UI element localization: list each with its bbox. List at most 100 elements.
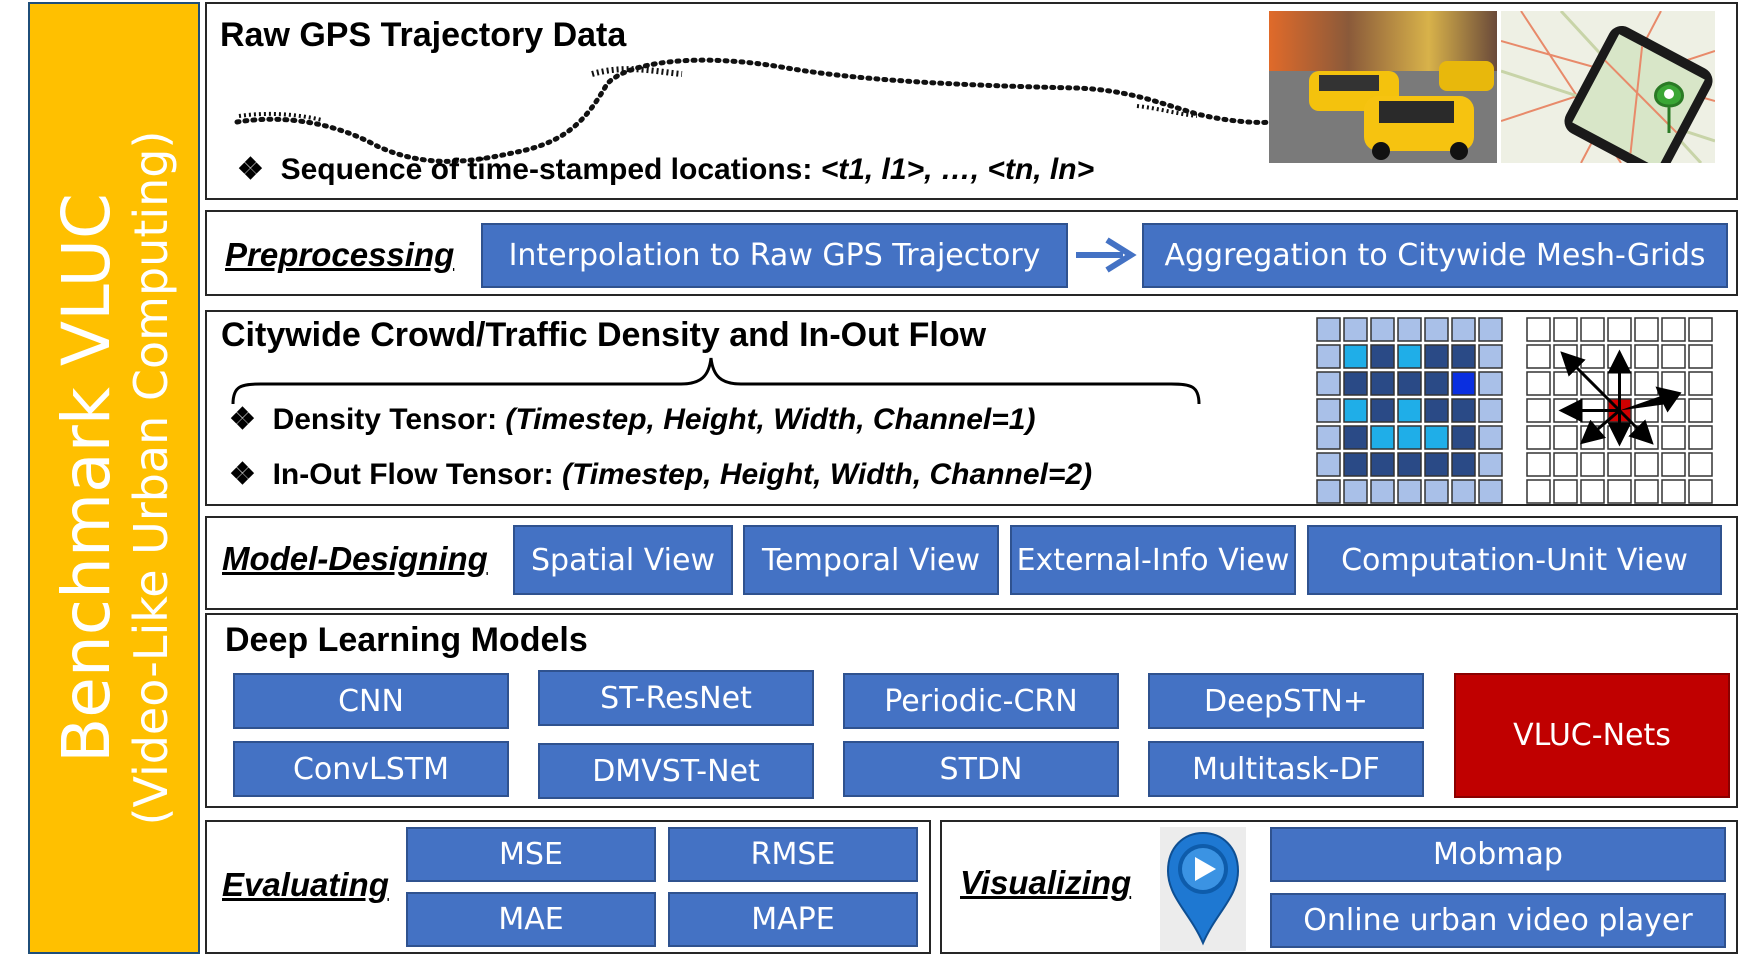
external-info-view-box: External-Info View xyxy=(1010,525,1296,595)
density-grid-cell xyxy=(1316,398,1341,423)
spatial-view-box: Spatial View xyxy=(513,525,733,595)
phone-map-photo xyxy=(1501,11,1715,163)
density-grid-cell xyxy=(1316,425,1341,450)
density-grid-cell xyxy=(1424,317,1449,342)
flow-grid-cell xyxy=(1553,317,1578,342)
flow-grid-cell xyxy=(1526,425,1551,450)
temporal-view-box: Temporal View xyxy=(743,525,999,595)
flow-arrow xyxy=(1579,409,1621,445)
diamond-bullet-icon: ❖ xyxy=(229,403,256,436)
density-grid-cell xyxy=(1343,344,1368,369)
density-grid-cell xyxy=(1397,452,1422,477)
flow-grid-cell xyxy=(1526,371,1551,396)
flow-grid-cell xyxy=(1553,425,1578,450)
density-grid-cell xyxy=(1397,425,1422,450)
flow-arrow-big xyxy=(1619,386,1682,413)
density-grid-cell xyxy=(1370,344,1395,369)
flow-tensor-bullet: ❖ In-Out Flow Tensor: (Timestep, Height,… xyxy=(229,457,1092,492)
model-st-resnet-box: ST-ResNet xyxy=(538,670,814,726)
density-grid-cell xyxy=(1478,452,1503,477)
tool-video-player-box: Online urban video player xyxy=(1270,893,1726,948)
density-grid-cell xyxy=(1424,452,1449,477)
preprocessing-panel: Preprocessing Interpolation to Raw GPS T… xyxy=(205,210,1738,296)
deep-learning-panel: Deep Learning Models CNN ST-ResNet Perio… xyxy=(205,613,1738,808)
density-grid-cell xyxy=(1478,371,1503,396)
density-grid-cell xyxy=(1397,344,1422,369)
sidebar-title: Benchmark VLUC xyxy=(48,193,125,763)
gps-trajectory-dots xyxy=(234,57,1295,164)
evaluating-panel: Evaluating MSE RMSE MAE MAPE xyxy=(205,820,931,954)
density-grid-cell xyxy=(1451,398,1476,423)
diamond-bullet-icon: ❖ xyxy=(237,153,264,186)
density-grid-cell xyxy=(1370,425,1395,450)
visualizing-panel: Visualizing Mobmap Online urban video pl… xyxy=(940,820,1738,954)
density-grid-cell xyxy=(1451,452,1476,477)
interpolation-box: Interpolation to Raw GPS Trajectory xyxy=(481,223,1068,288)
visualizing-label: Visualizing xyxy=(960,864,1132,901)
density-grid-cell xyxy=(1343,371,1368,396)
metric-mape-box: MAPE xyxy=(668,892,918,947)
flow-grid-cell xyxy=(1661,344,1686,369)
flow-grid-cell xyxy=(1688,317,1713,342)
flow-grid-cell xyxy=(1634,479,1659,504)
computation-unit-view-box: Computation-Unit View xyxy=(1307,525,1722,595)
flow-grid-cell xyxy=(1526,317,1551,342)
density-grid-cell xyxy=(1424,425,1449,450)
density-grid-cell xyxy=(1370,452,1395,477)
flow-grid-cell xyxy=(1526,398,1551,423)
density-grid-cell xyxy=(1316,452,1341,477)
flow-grid-cell xyxy=(1553,371,1578,396)
deep-learning-heading: Deep Learning Models xyxy=(225,621,588,659)
flow-grid-cell xyxy=(1661,317,1686,342)
density-grid-cell xyxy=(1343,425,1368,450)
flow-grid-cell xyxy=(1634,317,1659,342)
sidebar-subtitle: (Video-Like Urban Computing) xyxy=(124,130,178,826)
flow-arrow xyxy=(1560,351,1621,412)
density-grid-cell xyxy=(1370,479,1395,504)
density-grid-cell xyxy=(1451,479,1476,504)
density-grid-cell xyxy=(1316,479,1341,504)
density-grid-cell xyxy=(1424,371,1449,396)
density-grid-cell xyxy=(1424,344,1449,369)
flow-grid-cell xyxy=(1580,425,1605,450)
flow-grid-cell xyxy=(1526,344,1551,369)
density-grid-cell xyxy=(1343,317,1368,342)
raw-gps-panel: Raw GPS Trajectory Data ❖ Sequence of ti… xyxy=(205,2,1738,200)
model-designing-label: Model-Designing xyxy=(222,540,488,577)
model-multitask-df-box: Multitask-DF xyxy=(1148,741,1424,797)
density-grid-cell xyxy=(1343,398,1368,423)
flow-tensor-label: In-Out Flow Tensor: xyxy=(272,458,562,491)
density-grid-cell xyxy=(1451,371,1476,396)
metric-mae-box: MAE xyxy=(406,892,656,947)
flow-grid-cell xyxy=(1607,479,1632,504)
flow-grid-cell xyxy=(1688,398,1713,423)
map-pin-icon xyxy=(1160,827,1246,951)
tool-mobmap-box: Mobmap xyxy=(1270,827,1726,882)
flow-grid-cell xyxy=(1688,452,1713,477)
metric-mse-box: MSE xyxy=(406,827,656,882)
model-deepstn-box: DeepSTN+ xyxy=(1148,673,1424,729)
evaluating-label: Evaluating xyxy=(222,866,389,903)
density-grid-cell xyxy=(1343,479,1368,504)
density-grid-cell xyxy=(1424,479,1449,504)
density-tensor-shape: (Timestep, Height, Width, Channel=1) xyxy=(505,403,1036,436)
flow-grid-cell xyxy=(1688,479,1713,504)
flow-grid-image xyxy=(1526,317,1713,504)
density-grid-cell xyxy=(1478,398,1503,423)
density-grid-cell xyxy=(1316,371,1341,396)
density-grid-cell xyxy=(1478,479,1503,504)
curly-brace xyxy=(231,357,1201,405)
flow-grid-cell xyxy=(1634,371,1659,396)
density-grid-cell xyxy=(1370,371,1395,396)
flow-grid-cell xyxy=(1661,479,1686,504)
flow-grid-cell xyxy=(1634,452,1659,477)
density-grid-cell xyxy=(1397,317,1422,342)
flow-grid-cell xyxy=(1688,344,1713,369)
model-convlstm-box: ConvLSTM xyxy=(233,741,509,797)
flow-grid-cell xyxy=(1580,452,1605,477)
density-grid-cell xyxy=(1370,317,1395,342)
model-periodic-crn-box: Periodic-CRN xyxy=(843,673,1119,729)
sidebar-text: Benchmark VLUC (Video-Like Urban Computi… xyxy=(48,130,178,826)
density-grid-cell xyxy=(1397,398,1422,423)
flow-grid-cell xyxy=(1526,452,1551,477)
